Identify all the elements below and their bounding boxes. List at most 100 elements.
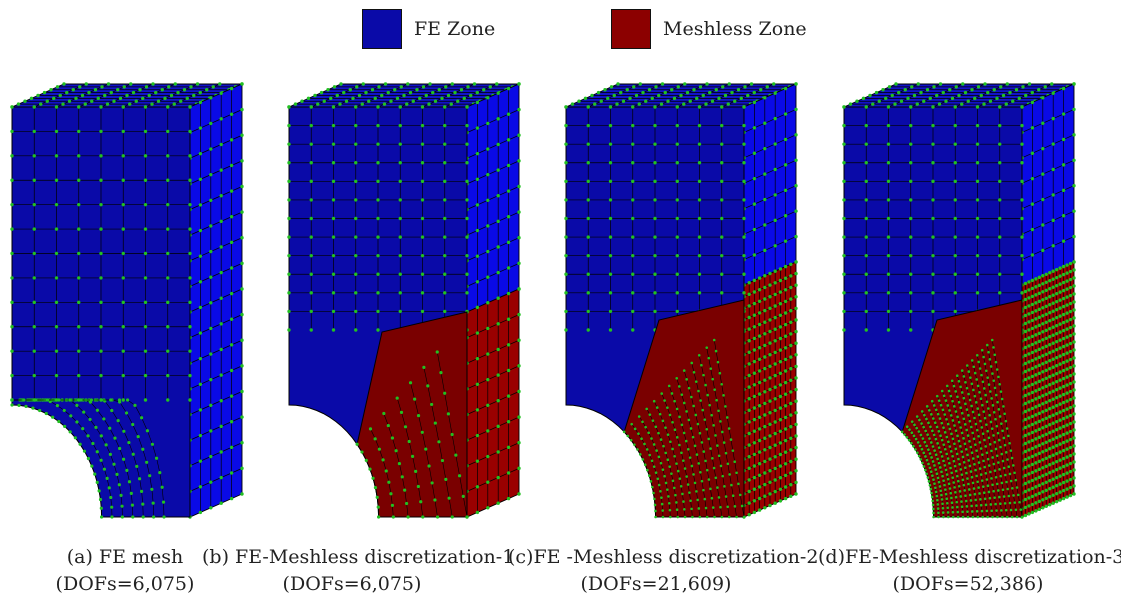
front-node [586,105,590,109]
front-ml-node [933,482,936,485]
front-ml-node [450,432,454,437]
side-ml-gridline [1021,373,1075,398]
front-node [586,123,590,128]
side-ml-node [1068,349,1073,354]
top-node [603,88,607,92]
side-ml-node [1030,366,1035,371]
front-ml-node [969,499,973,502]
front-node [117,398,122,402]
side-fe-node [783,214,788,218]
side-fe-node [475,254,480,258]
top-node [925,88,930,92]
side-ml-node [1068,285,1073,290]
side-fe-node [229,317,234,321]
front-node [331,123,336,128]
front-ml-node [991,404,995,407]
front-ml-node [419,500,423,504]
front-node [131,452,135,456]
side-ml-node [794,283,798,287]
front-ml-node [973,416,976,420]
front-ml-node [933,449,936,452]
side-fe-node [198,126,203,130]
side-ml-node [1027,280,1031,284]
front-node [975,253,980,258]
front-ml-node [931,499,934,503]
front-ml-node [671,479,675,483]
side-ml-node [773,501,777,505]
top-node [453,90,457,95]
side-ml-node [752,348,757,352]
side-ml-node [1034,317,1038,321]
side-fe-node [198,151,203,156]
side-fe-node [198,177,203,181]
front-node [886,105,891,109]
side-ml-node [1041,322,1045,326]
side-ml-gridline [1021,461,1075,486]
top-node [399,85,403,89]
side-ml-node [768,353,772,357]
side-ml-node [1034,501,1038,505]
side-fe-node [794,158,798,162]
side-ml-node [1037,459,1042,464]
side-fe-gridline [189,468,243,492]
side-ml-node [1041,282,1045,286]
front-node [121,276,125,280]
side-fe-node [1051,91,1055,95]
side-ml-node [773,466,777,471]
top-node [205,88,209,92]
front-ml-node [1005,515,1009,519]
top-node [348,88,352,92]
front-ml-node [940,498,944,501]
front-node [10,129,14,134]
top-node [23,99,27,103]
side-ml-node [475,331,480,335]
front-ml-node [702,488,705,492]
front-ml-node [657,483,661,487]
side-ml-node [1065,335,1069,339]
front-node [166,398,170,402]
side-ml-node [486,454,490,459]
front-ml-node [920,422,923,425]
side-ml-node [496,501,500,505]
front-node [54,349,59,353]
side-ml-node [757,334,762,338]
front-ml-node [986,429,989,433]
side-ml-node [517,364,521,368]
front-node [145,429,150,433]
front-ml-node [929,487,933,491]
front-ml-node [1020,515,1024,519]
side-ml-gridline [466,314,520,338]
side-ml-node [1054,331,1059,336]
front-ml-node [1008,472,1012,476]
front-node [354,216,358,221]
front-ml-node [945,384,949,388]
side-ml-node [1072,364,1076,368]
front-node [102,467,106,471]
front-node [166,276,170,280]
side-ml-node [757,276,762,280]
front-ml-node [926,476,930,479]
side-fe-node [1041,223,1045,227]
top-node [660,82,665,86]
front-ml-node [735,515,738,519]
top-node [167,85,171,89]
front-ml-node [694,380,698,383]
front-node [309,123,313,128]
front-node [108,452,112,456]
front-node [586,142,590,146]
top-node [1014,88,1019,92]
top-node [93,88,98,92]
front-ml-node [985,451,989,455]
side-ml-node [768,445,772,450]
side-ml-node [1037,355,1042,360]
side-ml-node [1051,293,1055,297]
front-ml-node [707,478,711,481]
front-ml-node [666,433,670,436]
front-ml-node [938,485,942,488]
side-ml-node [794,469,798,473]
side-ml-node [773,327,777,331]
front-ml-node [941,506,945,510]
front-node [653,161,657,165]
side-fe-gridline [743,134,797,159]
front-node [1020,105,1024,109]
